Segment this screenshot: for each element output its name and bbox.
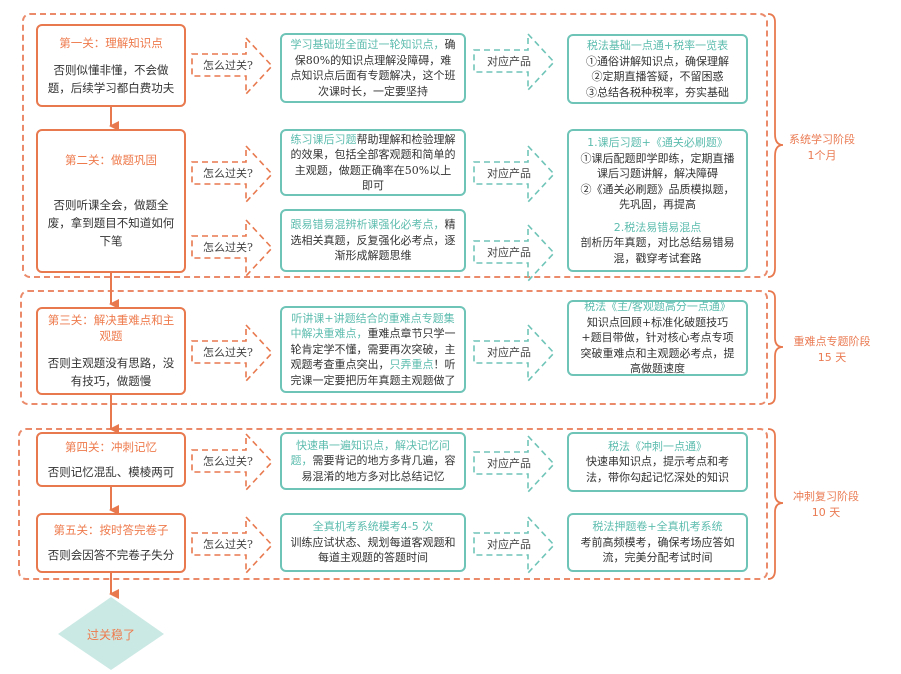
stage-braces: [767, 13, 784, 580]
product-4-line-1: 快速串知识点，提示考点和考法，带你勾起记忆深处的知识: [586, 455, 729, 484]
product-3-line-1: 知识点回顾+标准化破题技巧+题目带做，针对核心考点专项突破重难点和主观题必考点，…: [580, 315, 735, 376]
product-2-title: 1.课后习题+《通关必刷题》: [587, 136, 728, 149]
gate-1-desc: 否则似懂非懂，不会做题，后续学习都白费功夫: [47, 62, 175, 95]
stage-container-systematic: [22, 13, 768, 278]
product-card-4: 税法《冲刺一点通》 快速串知识点，提示考点和考法，带你勾起记忆深处的知识: [567, 432, 748, 492]
method-5-text: 需要背记的地方多背几遍，容易混淆的地方多对比总结记忆: [301, 454, 456, 483]
stage-3-name: 冲刺复习阶段: [793, 490, 859, 503]
stage-2-duration: 15 天: [817, 351, 847, 364]
gate-1-title: 第一关：理解知识点: [59, 35, 163, 50]
product-5-line-1: 考前高频模考，确保考场应答如流，完美分配考试时间: [580, 535, 735, 565]
stage-1-name: 系统学习阶段: [789, 133, 855, 146]
method-4-highlight-2: 只弄重点: [389, 358, 434, 372]
gate-1-box: 第一关：理解知识点 否则似懂非懂，不会做题，后续学习都白费功夫: [36, 24, 186, 107]
product-1-line-1: ①通俗讲解知识点，确保理解: [586, 54, 729, 68]
gate-3-title: 第三关：解决重难点和主观题: [47, 313, 175, 343]
product-label: 对应产品: [487, 55, 531, 68]
method-6-text: 训练应试状态、规划每道客观题和每道主观题的答题时间: [290, 535, 456, 565]
gate-5-desc: 否则会因答不完卷子失分: [47, 548, 175, 562]
stage-label-key-points: 重难点专题阶段 15 天: [787, 334, 877, 366]
stage-label-systematic: 系统学习阶段 1个月: [777, 132, 867, 164]
method-3-highlight: 跟易错易混辨析课强化必考点，: [290, 218, 445, 232]
stage-2-name: 重难点专题阶段: [793, 335, 871, 348]
final-label: 过关稳了: [86, 628, 135, 642]
method-5-highlight: 快速串一遍知识点，解决记忆问题，: [290, 438, 451, 468]
method-3-text: 精选相关真题，反复强化必考点，逐渐形成解题思维: [290, 218, 456, 263]
stage-container-sprint: [18, 428, 768, 580]
stage-label-sprint: 冲刺复习阶段 10 天: [781, 489, 871, 521]
gate-5-box: 第五关：按时答完卷子 否则会因答不完卷子失分: [36, 513, 186, 573]
method-card-4: 听讲课+讲题结合的重难点专题集中解决重难点，重难点章节只学一轮肯定学不懂，需要再…: [280, 306, 466, 393]
how-to-pass-label: 怎么过关?: [203, 241, 253, 254]
product-card-2: 1.课后习题+《通关必刷题》 ①课后配题即学即练，定期直播课后习题讲解，解决障碍…: [567, 129, 748, 272]
final-diamond: [58, 597, 164, 670]
how-to-pass-label: 怎么过关?: [203, 346, 253, 359]
method-6-highlight: 全真机考系统模考4-5 次: [312, 520, 434, 534]
product-1-title: 税法基础一点通+税率一览表: [586, 39, 729, 52]
product-label: 对应产品: [487, 346, 531, 359]
how-to-pass-label: 怎么过关?: [203, 538, 253, 551]
product-card-5: 税法押题卷+全真机考系统 考前高频模考，确保考场应答如流，完美分配考试时间: [567, 513, 748, 572]
gate-4-desc: 否则记忆混乱、模棱两可: [47, 464, 175, 479]
method-card-6: 全真机考系统模考4-5 次 训练应试状态、规划每道客观题和每道主观题的答题时间: [280, 513, 466, 572]
method-1-highlight: 学习基础班全面过一轮知识点，: [290, 38, 445, 51]
stage-3-duration: 10 天: [811, 506, 841, 519]
product-4-title: 税法《冲刺一点通》: [608, 439, 707, 453]
product-label: 对应产品: [487, 246, 531, 259]
method-card-3: 跟易错易混辨析课强化必考点，精选相关真题，反复强化必考点，逐渐形成解题思维: [280, 209, 466, 272]
gate-2-box: 第二关：做题巩固 否则听课全会，做题全废，拿到题目不知道如何下笔: [36, 129, 186, 273]
gate-3-desc: 否则主观题没有思路，没有技巧，做题慢: [47, 356, 175, 388]
method-4-highlight: 听讲课+讲题结合的重难点专题集中解决重难点，: [290, 311, 455, 341]
product-2-line-2: ②《通关必刷题》品质模拟题，先巩固，再提高: [580, 182, 735, 212]
method-card-2: 练习课后习题帮助理解和检验理解的效果，包括全部客观题和简单的主观题，做题正确率在…: [280, 129, 466, 196]
gate-2-desc: 否则听课全会，做题全废，拿到题目不知道如何下笔: [47, 198, 175, 248]
product-2-title-2: 2.税法易错易混点: [613, 220, 702, 234]
product-label: 对应产品: [487, 538, 531, 551]
product-1-line-3: ③总结各税种税率，夯实基础: [586, 85, 729, 99]
method-1-text: 确保80%的知识点理解没障碍，难点知识点后面有专题解决，这个班次课时长，一定要坚…: [290, 38, 456, 98]
method-4-text: 重难点章节只学一轮肯定学不懂，需要再次突破，主观题考查重点突出，: [290, 327, 456, 372]
product-card-3: 税法《主/客观题高分一点通》 知识点回顾+标准化破题技巧+题目带做，针对核心考点…: [567, 300, 748, 376]
method-card-1: 学习基础班全面过一轮知识点，确保80%的知识点理解没障碍，难点知识点后面有专题解…: [280, 33, 466, 103]
product-label: 对应产品: [487, 167, 531, 180]
gate-4-title: 第四关：冲刺记忆: [65, 439, 157, 454]
gate-2-title: 第二关：做题巩固: [65, 153, 157, 167]
product-card-1: 税法基础一点通+税率一览表 ①通俗讲解知识点，确保理解 ②定期直播答疑，不留困惑…: [567, 34, 748, 104]
how-to-pass-arrows: [191, 35, 274, 576]
method-4-text-2: ！听完课一定要把历年真题主观题做了: [290, 358, 456, 387]
gate-4-box: 第四关：冲刺记忆 否则记忆混乱、模棱两可: [36, 432, 186, 487]
product-3-title: 税法《主/客观题高分一点通》: [584, 300, 731, 314]
stage-container-key-points: [20, 290, 768, 405]
how-to-pass-label: 怎么过关?: [203, 59, 253, 72]
product-arrows: [473, 31, 556, 576]
product-5-title: 税法押题卷+全真机考系统: [592, 520, 723, 534]
how-to-pass-label: 怎么过关?: [203, 455, 253, 468]
method-card-5: 快速串一遍知识点，解决记忆问题，需要背记的地方多背几遍，容易混淆的地方多对比总结…: [280, 432, 466, 490]
gate-5-title: 第五关：按时答完卷子: [53, 523, 169, 537]
product-1-line-2: ②定期直播答疑，不留困惑: [591, 70, 724, 83]
product-2-line-1: ①课后配题即学即练，定期直播课后习题讲解，解决障碍: [580, 151, 735, 181]
gate-3-box: 第三关：解决重难点和主观题 否则主观题没有思路，没有技巧，做题慢: [36, 307, 186, 395]
stage-1-duration: 1个月: [807, 149, 837, 162]
product-label: 对应产品: [487, 457, 531, 470]
how-to-pass-label: 怎么过关?: [203, 167, 253, 180]
method-2-highlight: 练习课后习题: [290, 132, 357, 146]
method-2-text: 帮助理解和检验理解的效果，包括全部客观题和简单的主观题，做题正确率在50%以上即…: [290, 132, 456, 193]
product-2-line-3: 剖析历年真题，对比总结易错易混，戳穿考试套路: [580, 236, 735, 265]
